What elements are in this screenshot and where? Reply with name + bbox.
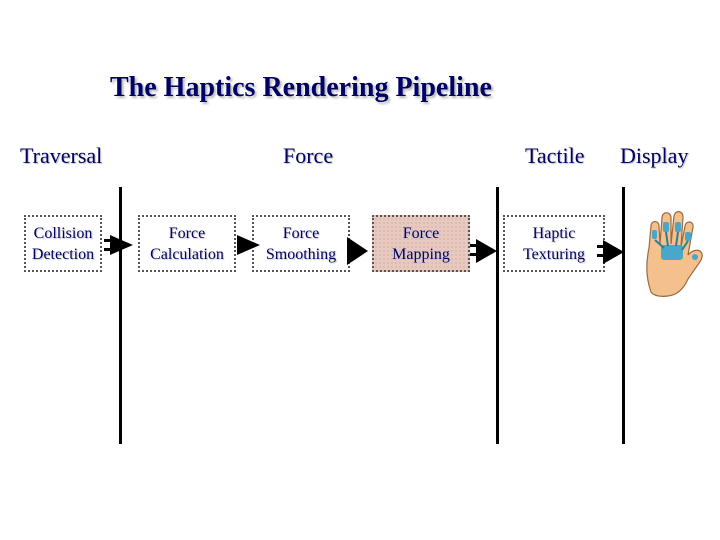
stage-divider-force-tactile (496, 187, 499, 444)
arrow-right-icon (347, 237, 368, 265)
stage-label-traversal: Traversal (20, 143, 103, 168)
box-label: Haptic Texturing (523, 224, 585, 263)
stage-label-force: Force (283, 143, 334, 168)
box-collision-detection: Collision Detection (24, 215, 102, 272)
stage-label-display: Display (620, 143, 689, 168)
stage-divider-tactile-display (622, 187, 625, 444)
box-force-calculation: Force Calculation (138, 215, 236, 272)
box-force-mapping: Force Mapping (372, 215, 470, 272)
box-label: Force Calculation (150, 224, 224, 263)
stage-label-tactile: Tactile (525, 143, 585, 168)
arrow-right-icon (237, 235, 260, 255)
box-label: Force Smoothing (265, 224, 337, 263)
diagram-title: The Haptics Rendering Pipeline (110, 72, 492, 103)
haptic-glove-hand-icon (646, 211, 703, 297)
box-label: Collision Detection (31, 224, 95, 263)
box-force-smoothing: Force Smoothing (252, 215, 350, 272)
arrow-right-icon (104, 235, 133, 255)
arrow-right-icon (470, 239, 497, 263)
arrow-right-icon (597, 240, 624, 264)
stage-divider-traversal-force (119, 187, 122, 444)
box-label: Force Mapping (392, 224, 450, 263)
box-haptic-texturing: Haptic Texturing (503, 215, 605, 272)
